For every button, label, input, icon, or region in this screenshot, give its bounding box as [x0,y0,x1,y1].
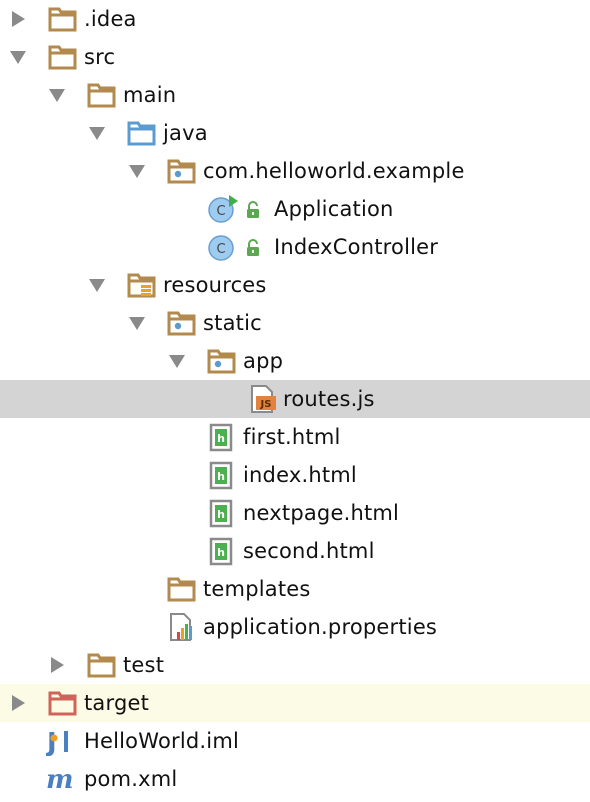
tree-item-target[interactable]: target [0,684,590,722]
html-file-icon: h [207,422,237,452]
tree-item-label: pom.xml [84,767,178,791]
tree-item-label: main [123,83,177,107]
expand-arrow-icon[interactable] [9,694,27,712]
tree-item-test[interactable]: test [0,646,590,684]
html-file-icon: h [207,498,237,528]
expand-arrow-icon[interactable] [48,656,66,674]
properties-file-icon [167,612,197,642]
tree-item-label: .idea [84,7,137,31]
svg-text:h: h [217,546,225,559]
tree-item-idea[interactable]: .idea [0,0,590,38]
tree-item-package[interactable]: com.helloworld.example [0,152,590,190]
folder-icon [48,42,78,72]
svg-text:h: h [217,470,225,483]
tree-item-label: nextpage.html [243,501,400,525]
collapse-arrow-icon[interactable] [168,352,186,370]
tree-item-java[interactable]: java [0,114,590,152]
collapse-arrow-icon[interactable] [128,314,146,332]
package-icon [167,156,197,186]
svg-text:J: J [46,728,57,756]
source-folder-icon [127,118,157,148]
folder-icon [167,574,197,604]
lock-icon [245,238,261,256]
svg-text:m: m [46,765,74,794]
html-file-icon: h [207,460,237,490]
js-file-icon: JS [248,384,278,414]
tree-item-main[interactable]: main [0,76,590,114]
maven-file-icon: m [46,764,76,794]
tree-item-first-html[interactable]: h first.html [0,418,590,456]
collapse-arrow-icon[interactable] [88,276,106,294]
excluded-folder-icon [48,688,78,718]
resources-folder-icon [127,270,157,300]
tree-item-routes-js[interactable]: JS routes.js [0,380,590,418]
tree-item-label: first.html [243,425,341,449]
tree-item-nextpage-html[interactable]: h nextpage.html [0,494,590,532]
folder-icon [87,80,117,110]
runnable-class-icon: C [207,194,238,224]
tree-item-helloworld-iml[interactable]: J HelloWorld.iml [0,722,590,760]
tree-item-pom-xml[interactable]: m pom.xml [0,760,590,798]
tree-item-app[interactable]: app [0,342,590,380]
tree-item-label: second.html [243,539,375,563]
folder-icon [87,650,117,680]
tree-item-label: app [243,349,284,373]
tree-item-label: Application [274,197,394,221]
package-icon [207,346,237,376]
tree-item-label: com.helloworld.example [203,159,465,183]
tree-item-label: routes.js [283,387,375,411]
tree-item-templates[interactable]: templates [0,570,590,608]
tree-item-label: test [123,653,165,677]
svg-text:JS: JS [260,399,272,410]
tree-item-label: HelloWorld.iml [84,729,240,753]
collapse-arrow-icon[interactable] [9,48,27,66]
tree-item-label: target [84,691,150,715]
tree-item-label: java [163,121,208,145]
class-icon: C [207,232,237,262]
tree-item-src[interactable]: src [0,38,590,76]
lock-icon [245,200,261,218]
iml-file-icon: J [46,726,76,756]
tree-item-resources[interactable]: resources [0,266,590,304]
collapse-arrow-icon[interactable] [88,124,106,142]
expand-arrow-icon[interactable] [9,10,27,28]
html-file-icon: h [207,536,237,566]
tree-item-label: IndexController [274,235,439,259]
folder-icon [48,4,78,34]
collapse-arrow-icon[interactable] [48,86,66,104]
tree-item-application-properties[interactable]: application.properties [0,608,590,646]
tree-item-application[interactable]: C Application [0,190,590,228]
tree-item-label: resources [163,273,267,297]
package-icon [167,308,197,338]
tree-item-second-html[interactable]: h second.html [0,532,590,570]
tree-item-label: src [84,45,116,69]
tree-item-label: templates [203,577,311,601]
tree-item-label: static [203,311,262,335]
svg-text:C: C [216,242,225,257]
collapse-arrow-icon[interactable] [128,162,146,180]
tree-item-indexcontroller[interactable]: C IndexController [0,228,590,266]
tree-item-static[interactable]: static [0,304,590,342]
svg-text:h: h [217,432,225,445]
tree-item-label: index.html [243,463,357,487]
tree-item-index-html[interactable]: h index.html [0,456,590,494]
tree-item-label: application.properties [203,615,438,639]
svg-text:h: h [217,508,225,521]
svg-text:C: C [216,204,225,219]
